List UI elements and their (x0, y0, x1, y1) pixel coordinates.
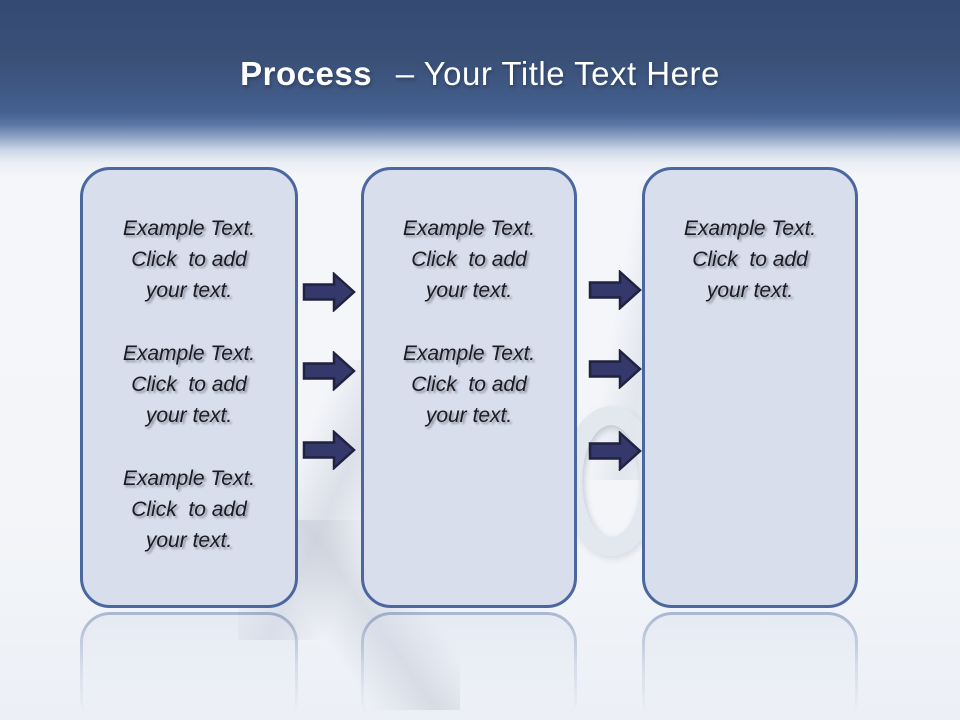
slide-title-keyword: Process (240, 55, 373, 92)
right-arrow-icon (588, 270, 642, 310)
box-reflection (642, 612, 858, 720)
example-text-placeholder[interactable]: Example Text. Click to add your text. (402, 217, 536, 302)
right-arrow-icon (588, 431, 642, 471)
right-arrow-icon (302, 272, 356, 312)
right-arrow-icon (588, 349, 642, 389)
example-text-placeholder[interactable]: Example Text. Click to add your text. (683, 217, 817, 302)
slide-title[interactable]: Process – Your Title Text Here (0, 54, 960, 94)
example-text-placeholder[interactable]: Example Text. Click to add your text. (402, 342, 536, 427)
slide-title-subtitle: – Your Title Text Here (395, 55, 720, 92)
example-text-placeholder[interactable]: Example Text. Click to add your text. (122, 467, 256, 552)
box-reflection (361, 612, 577, 720)
box-reflection (80, 612, 298, 720)
process-box-step-3[interactable]: Example Text. Click to add your text. (642, 167, 858, 608)
process-box-step-2[interactable]: Example Text. Click to add your text. Ex… (361, 167, 577, 608)
example-text-placeholder[interactable]: Example Text. Click to add your text. (122, 342, 256, 427)
process-box-step-1[interactable]: Example Text. Click to add your text. Ex… (80, 167, 298, 608)
example-text-placeholder[interactable]: Example Text. Click to add your text. (122, 217, 256, 302)
right-arrow-icon (302, 351, 356, 391)
right-arrow-icon (302, 430, 356, 470)
